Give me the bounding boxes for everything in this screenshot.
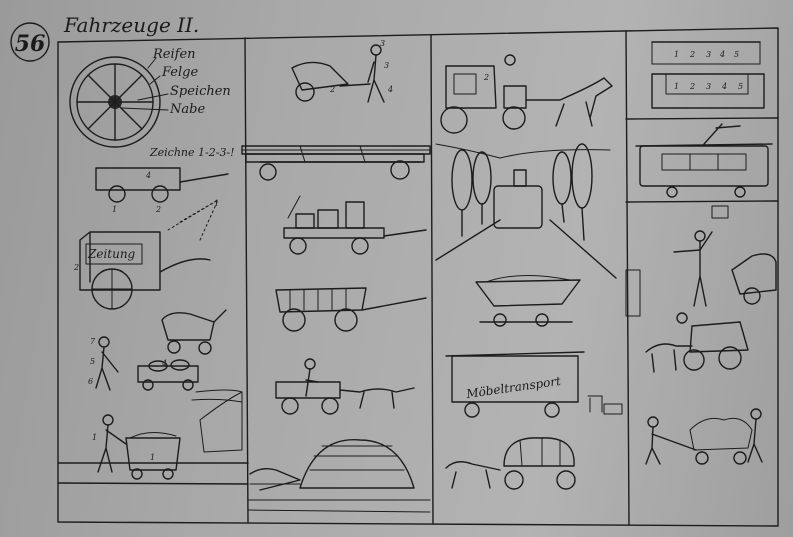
page-number: 56 xyxy=(15,31,46,57)
pram-drawing xyxy=(161,309,227,355)
svg-text:1: 1 xyxy=(112,205,117,214)
ladder-wagon-drawing xyxy=(275,287,427,332)
svg-text:3: 3 xyxy=(384,61,389,70)
label-zeitung: Zeitung xyxy=(87,247,136,261)
svg-text:7: 7 xyxy=(90,337,96,346)
simple-cart-drawing: 4 1 2 xyxy=(95,167,229,241)
svg-text:4: 4 xyxy=(161,359,167,368)
label-speichen: Speichen xyxy=(170,84,231,99)
luggage-cart-drawing xyxy=(283,195,427,255)
svg-text:2: 2 xyxy=(329,85,335,94)
svg-text:2: 2 xyxy=(483,73,489,82)
label-moebeltransport: Möbeltransport xyxy=(464,374,561,401)
page-title: Fahrzeuge II. xyxy=(63,13,199,37)
barrow-man-drawing: 3 2 3 4 xyxy=(291,39,393,103)
mine-cart-drawing: 1 1 xyxy=(92,391,243,480)
wheel-diagram: Reifen Felge Speichen Nabe xyxy=(69,47,231,148)
traffic-policeman-drawing xyxy=(625,205,777,317)
svg-text:4: 4 xyxy=(145,171,151,180)
svg-text:1: 1 xyxy=(674,50,679,59)
horse-carriage-drawing: 2 xyxy=(440,54,613,134)
svg-text:4: 4 xyxy=(719,50,725,59)
svg-text:5: 5 xyxy=(90,357,95,366)
page-number-badge: 56 xyxy=(10,22,50,62)
newspaper-cart-drawing: Zeitung 2 1 xyxy=(73,199,219,310)
dog-cart-drawing xyxy=(275,358,415,415)
hand-cart-man-drawing: 7 5 6 4 xyxy=(88,336,243,403)
flower-cart-drawing xyxy=(645,408,763,465)
instruction-text: Zeichne 1-2-3-! xyxy=(149,146,235,159)
svg-text:3: 3 xyxy=(706,50,711,59)
svg-text:2: 2 xyxy=(155,205,161,214)
svg-text:3: 3 xyxy=(380,39,385,48)
label-felge: Felge xyxy=(161,65,198,80)
covered-wagon-drawing xyxy=(445,437,576,490)
svg-text:4: 4 xyxy=(387,85,393,94)
svg-text:6: 6 xyxy=(88,377,93,386)
svg-text:2: 2 xyxy=(689,50,695,59)
svg-text:2: 2 xyxy=(73,263,79,272)
tram-stops-diagram: 1 2 3 4 5 1 2 3 4 5 xyxy=(651,41,765,109)
hay-wagon-drawing xyxy=(247,439,431,513)
svg-text:2: 2 xyxy=(689,82,695,91)
carriage-bottom-drawing xyxy=(645,312,749,373)
tram-drawing xyxy=(635,123,773,198)
svg-text:5: 5 xyxy=(738,82,743,91)
dump-wagon-drawing xyxy=(475,275,581,327)
svg-text:1: 1 xyxy=(150,453,155,462)
svg-text:1: 1 xyxy=(674,82,679,91)
frame xyxy=(57,27,779,527)
svg-text:5: 5 xyxy=(734,50,739,59)
moving-van-drawing: Möbeltransport xyxy=(445,351,623,418)
svg-text:3: 3 xyxy=(706,82,711,91)
road-with-trees-drawing xyxy=(435,143,617,279)
svg-text:4: 4 xyxy=(721,82,727,91)
label-reifen: Reifen xyxy=(152,47,196,62)
svg-text:1: 1 xyxy=(214,199,219,208)
svg-text:1: 1 xyxy=(92,433,97,442)
log-wagon-drawing xyxy=(241,145,431,181)
label-nabe: Nabe xyxy=(169,102,205,117)
